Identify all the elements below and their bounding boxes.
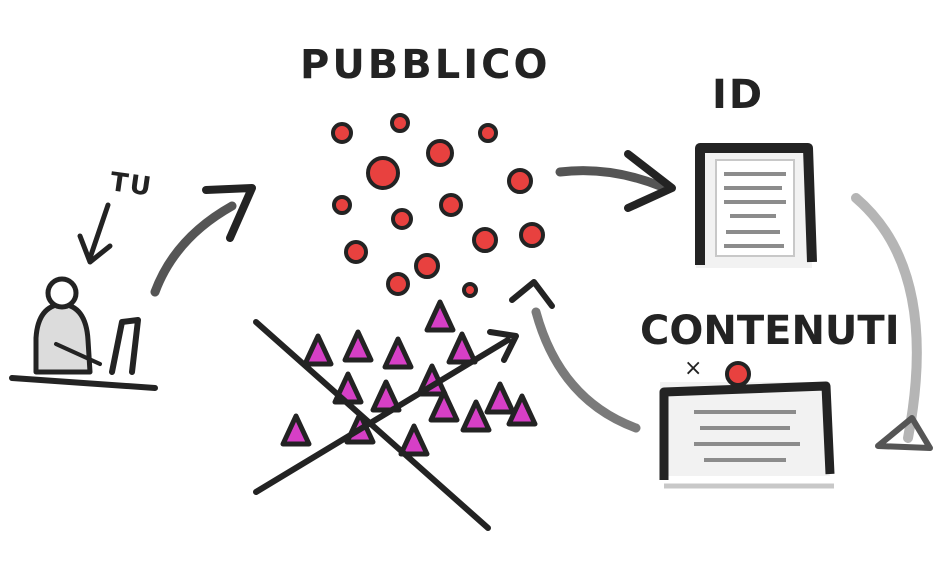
rejected-triangle-icon xyxy=(509,396,535,424)
audience-label: PUBBLICO xyxy=(300,42,551,88)
rejected-triangle-icon xyxy=(345,332,371,360)
content-document-icon xyxy=(660,363,834,486)
audience-dot-icon xyxy=(334,197,350,213)
audience-dot-icon xyxy=(441,195,461,215)
audience-dot-icon xyxy=(392,115,408,131)
rejected-triangle-icon xyxy=(487,384,513,412)
audience-dot-icon xyxy=(333,124,351,142)
audience-dots xyxy=(333,115,543,296)
rejected-triangle-icon xyxy=(385,339,411,367)
rejected-triangle-icon xyxy=(305,336,331,364)
contents-label: CONTENUTI xyxy=(640,308,900,354)
audience-dot-icon xyxy=(480,125,496,141)
audience-dot-icon xyxy=(388,274,408,294)
you-label: TU xyxy=(108,167,155,203)
times-label: × xyxy=(684,356,704,381)
audience-dot-icon xyxy=(368,158,398,188)
person-at-desk-icon xyxy=(12,279,155,388)
audience-dot-icon xyxy=(416,255,438,277)
audience-dot-icon xyxy=(393,210,411,228)
rejected-triangle-icon xyxy=(427,302,453,330)
arrow-to-id-icon xyxy=(560,154,672,208)
arrow-back-to-audience-icon xyxy=(512,282,636,428)
pointer-arrow-icon xyxy=(80,205,110,262)
rejected-triangle-icon xyxy=(449,334,475,362)
audience-dot-icon xyxy=(346,242,366,262)
audience-dot-icon xyxy=(509,170,531,192)
rejected-triangle-icon xyxy=(283,416,309,444)
rejected-triangle-icon xyxy=(463,402,489,430)
id-document-icon xyxy=(696,144,812,268)
audience-dot-icon xyxy=(428,141,452,165)
audience-dot-icon xyxy=(474,229,496,251)
audience-dot-icon xyxy=(464,284,476,296)
rejected-triangle-icon xyxy=(401,426,427,454)
audience-dot-icon xyxy=(521,224,543,246)
id-label: ID xyxy=(712,72,764,118)
arrow-to-audience-icon xyxy=(155,188,252,292)
